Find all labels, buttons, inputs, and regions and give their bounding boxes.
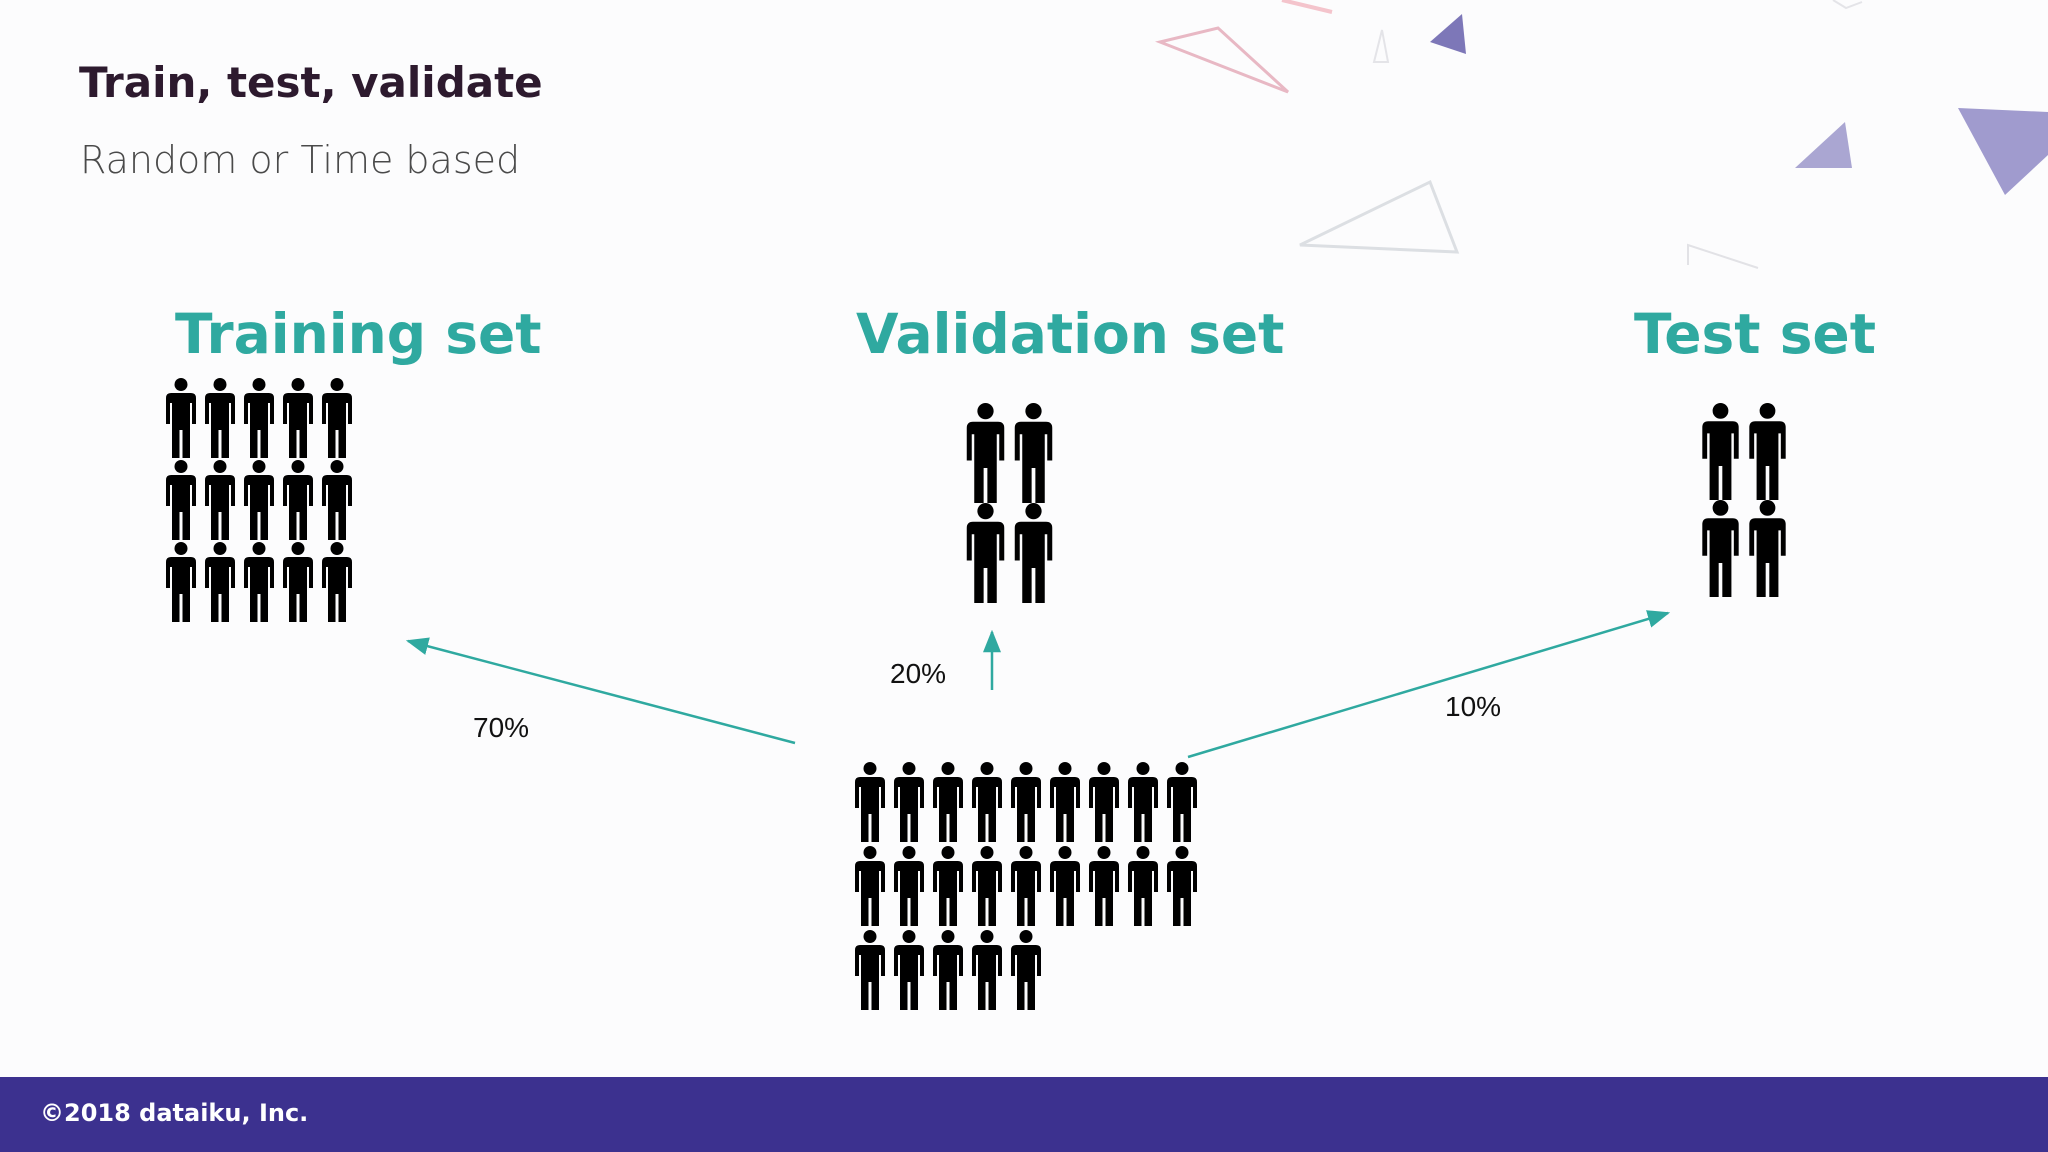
person-icon [244,460,274,540]
person-icon [322,460,352,540]
person-icon [933,762,963,842]
slide-subtitle: Random or Time based [80,138,521,182]
triangle-outline-small [1372,29,1390,63]
person-icon [322,542,352,622]
person-icon [1167,846,1197,926]
test-split-percent: 10% [1445,691,1501,722]
person-icon [1749,403,1786,500]
person-icon [855,846,885,926]
validation-set-heading: Validation set [856,302,1285,366]
triangle-filled-violet [1958,108,2048,195]
triangle-filled-purple [1430,14,1466,54]
triangle-outline-gray [1299,179,1460,254]
person-icon [322,378,352,458]
person-icon [1749,500,1786,597]
arrow-to-test [1187,610,1671,759]
person-icon [933,846,963,926]
person-icon [894,930,924,1010]
person-icon [166,460,196,540]
population-people-group [855,762,1197,1010]
person-icon [1167,762,1197,842]
training-split-percent: 70% [473,712,529,743]
person-icon [1702,500,1739,597]
slide-title: Train, test, validate [79,58,543,107]
person-icon [1014,503,1053,603]
person-icon [1089,846,1119,926]
person-icon [244,542,274,622]
person-icon [205,542,235,622]
validation-split-percent: 20% [890,658,946,689]
copyright-text: ©2018 dataiku, Inc. [40,1099,309,1127]
person-icon [1128,762,1158,842]
triangle-stroke-light [1687,243,1759,269]
person-icon [1702,403,1739,500]
test-set-heading: Test set [1634,302,1877,366]
person-icon [933,930,963,1010]
validation-people-group [966,403,1053,603]
training-people-group [166,378,352,622]
person-icon [166,378,196,458]
person-icon [1011,930,1041,1010]
person-icon [855,762,885,842]
person-icon [1128,846,1158,926]
person-icon [972,846,1002,926]
person-icon [966,503,1005,603]
footer-bar: ©2018 dataiku, Inc. [0,1077,2048,1152]
person-icon [166,542,196,622]
person-icon [1011,762,1041,842]
person-icon [855,930,885,1010]
split-diagram: 70% 20% 10% [166,0,2048,1010]
person-icon [972,762,1002,842]
person-icon [1050,846,1080,926]
triangle-outline-pink [1155,26,1290,94]
person-icon [1089,762,1119,842]
person-icon [283,378,313,458]
person-icon [894,762,924,842]
training-set-heading: Training set [175,302,542,366]
triangle-filled-lavender [1795,122,1852,168]
person-icon [1011,846,1041,926]
arrow-to-training [405,637,796,745]
person-icon [966,403,1005,503]
person-icon [1050,762,1080,842]
person-icon [283,460,313,540]
test-people-group [1702,403,1786,597]
person-icon [894,846,924,926]
person-icon [205,460,235,540]
triangle-stroke-corner [1832,0,1863,10]
triangle-stroke-pink [1281,0,1333,14]
decorative-triangles [1155,0,2048,269]
person-icon [972,930,1002,1010]
person-icon [205,378,235,458]
person-icon [283,542,313,622]
person-icon [244,378,274,458]
person-icon [1014,403,1053,503]
